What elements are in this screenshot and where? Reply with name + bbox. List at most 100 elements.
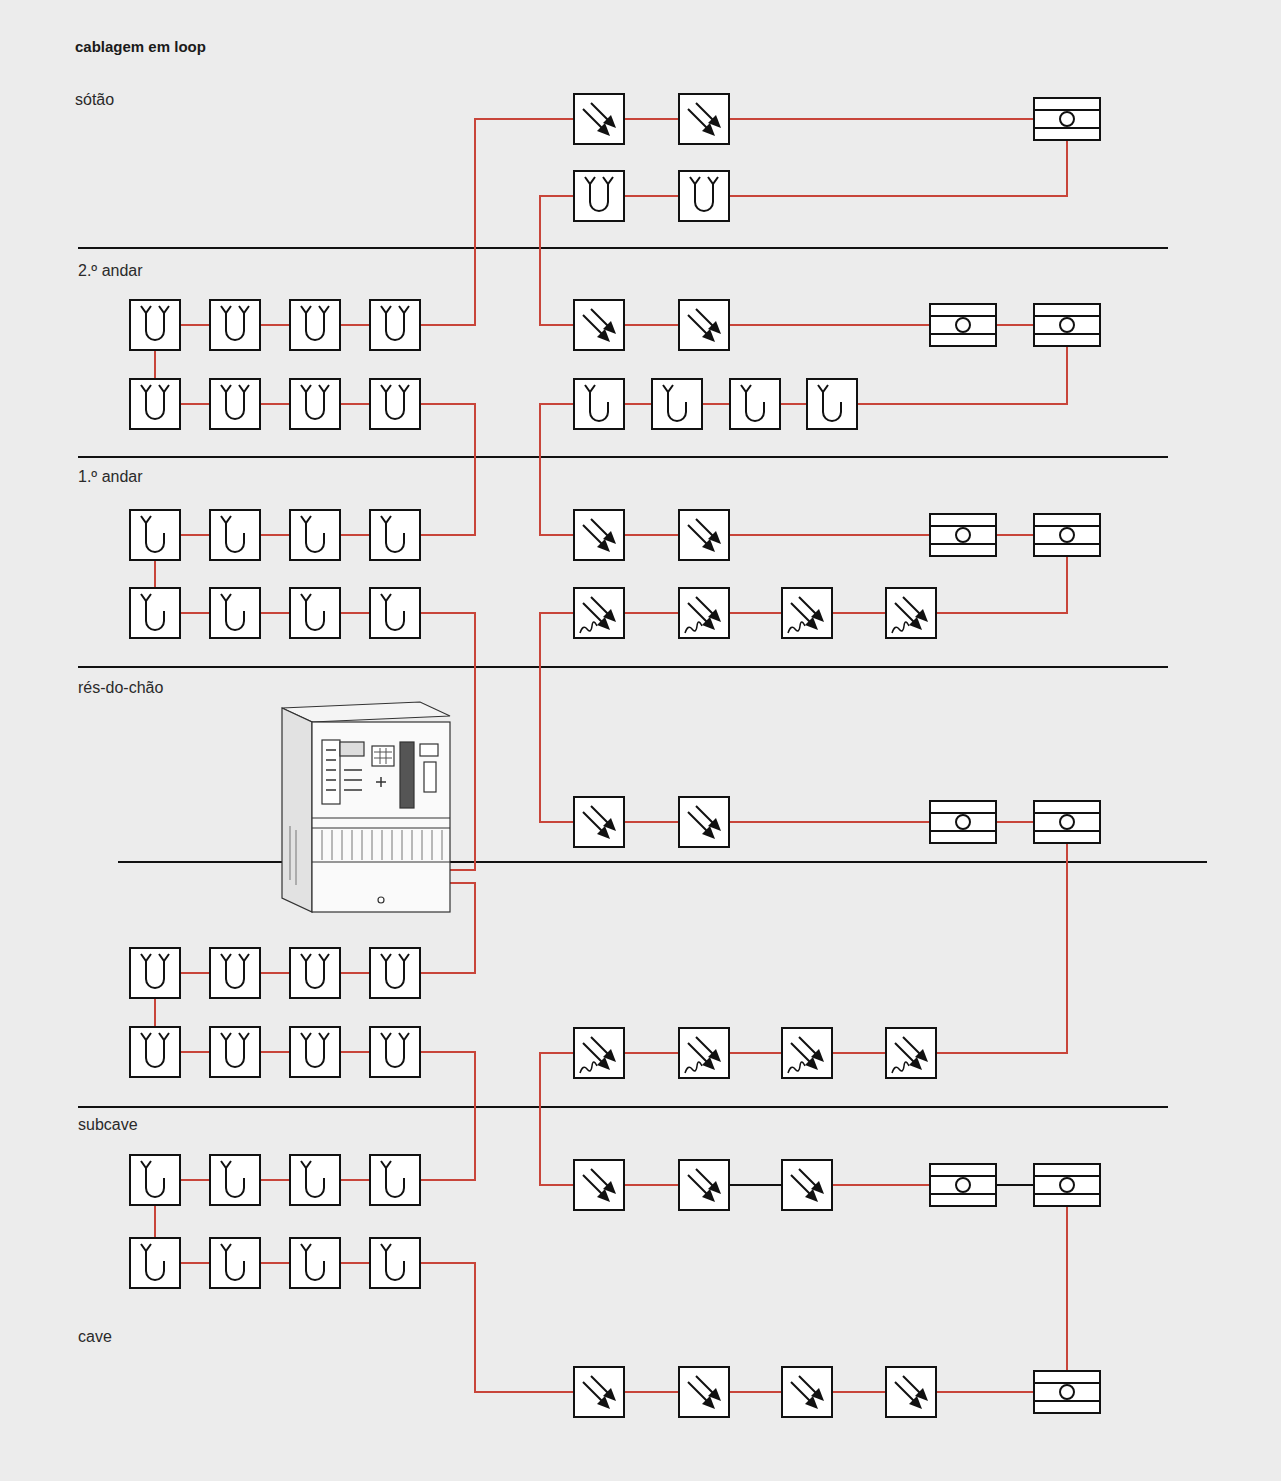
floor-line [78,456,1168,458]
floor-line [78,1106,1168,1108]
detector-symbol [574,1367,624,1417]
detector-symbol [290,588,340,638]
detector-symbol [370,1027,420,1077]
floor-label: sótão [75,90,114,109]
detector-symbol [370,1238,420,1288]
call-point-symbol [1034,514,1100,556]
detector-symbol [574,510,624,560]
detector-symbol [370,1155,420,1205]
call-point-symbol [930,801,996,843]
panel-module [400,742,414,808]
panel-side [282,708,312,912]
panel-module [424,762,436,792]
detector-symbol [679,1028,729,1078]
detector-symbol [782,588,832,638]
detector-symbol [574,588,624,638]
detector-symbol [130,300,180,350]
detector-symbol [679,94,729,144]
loop-wire [155,119,1067,1392]
detector-symbol [130,1238,180,1288]
floor-label: subcave [78,1115,138,1134]
detector-symbol [370,510,420,560]
call-point-symbol [930,514,996,556]
floor-label: 2.º andar [78,261,143,280]
floor-label: cave [78,1327,112,1346]
detector-symbol [370,379,420,429]
panel-line [312,827,450,828]
detector-symbols [130,94,1100,1417]
detector-symbol [210,379,260,429]
panel-top [282,702,450,722]
detector-symbol [210,1155,260,1205]
detector-symbol [290,379,340,429]
panel-display [420,744,438,756]
detector-symbol [130,588,180,638]
call-point-symbol [1034,98,1100,140]
detector-symbol [130,948,180,998]
detector-symbol [679,1367,729,1417]
floor-line [78,666,1168,668]
detector-symbol [782,1367,832,1417]
floor-lines [78,248,1207,1107]
panel-keypad [372,746,394,766]
detector-symbol [886,1028,936,1078]
call-point-symbol [1034,304,1100,346]
detector-symbol [130,379,180,429]
call-point-symbol [1034,1164,1100,1206]
detector-symbol [370,588,420,638]
floor-line [78,247,1168,249]
floor-label: rés-do-chão [78,678,163,697]
call-point-symbol [930,1164,996,1206]
panel-lock [378,897,384,903]
detector-symbol [679,797,729,847]
detector-symbol [210,1238,260,1288]
call-point-symbol [930,304,996,346]
detector-symbol [370,300,420,350]
detector-symbol [574,797,624,847]
detector-symbol [130,1155,180,1205]
panel-ribs [290,826,442,885]
detector-symbol [290,1155,340,1205]
detector-symbol [574,94,624,144]
detector-symbol [574,171,624,221]
detector-symbol [574,1028,624,1078]
detector-symbol [290,1027,340,1077]
diagram-title: cablagem em loop [75,38,206,56]
detector-symbol [210,948,260,998]
detector-symbol [679,510,729,560]
detector-symbol [370,948,420,998]
panel-front [312,722,450,912]
detector-symbol [782,1028,832,1078]
detector-symbol [574,1160,624,1210]
detector-symbol [807,379,857,429]
panel-display [340,742,364,756]
detector-symbol [886,588,936,638]
detector-symbol [210,588,260,638]
detector-symbol [574,379,624,429]
detector-symbol [130,510,180,560]
detector-symbol [679,588,729,638]
call-point-symbol [1034,801,1100,843]
detector-symbol [210,300,260,350]
detector-symbol [679,300,729,350]
detector-symbol [782,1160,832,1210]
detector-symbol [290,1238,340,1288]
detector-symbol [886,1367,936,1417]
floor-line [118,861,1207,863]
panel-line [312,817,450,818]
call-point-symbol [1034,1371,1100,1413]
panel-line [312,861,450,862]
detector-symbol [210,510,260,560]
control-panel [282,702,450,912]
detector-symbol [574,300,624,350]
detector-symbol [130,1027,180,1077]
detector-symbol [652,379,702,429]
detector-symbol [679,1160,729,1210]
detector-symbol [290,300,340,350]
detector-symbol [730,379,780,429]
detector-symbol [290,948,340,998]
detector-symbol [210,1027,260,1077]
detector-symbol [679,171,729,221]
detector-symbol [290,510,340,560]
